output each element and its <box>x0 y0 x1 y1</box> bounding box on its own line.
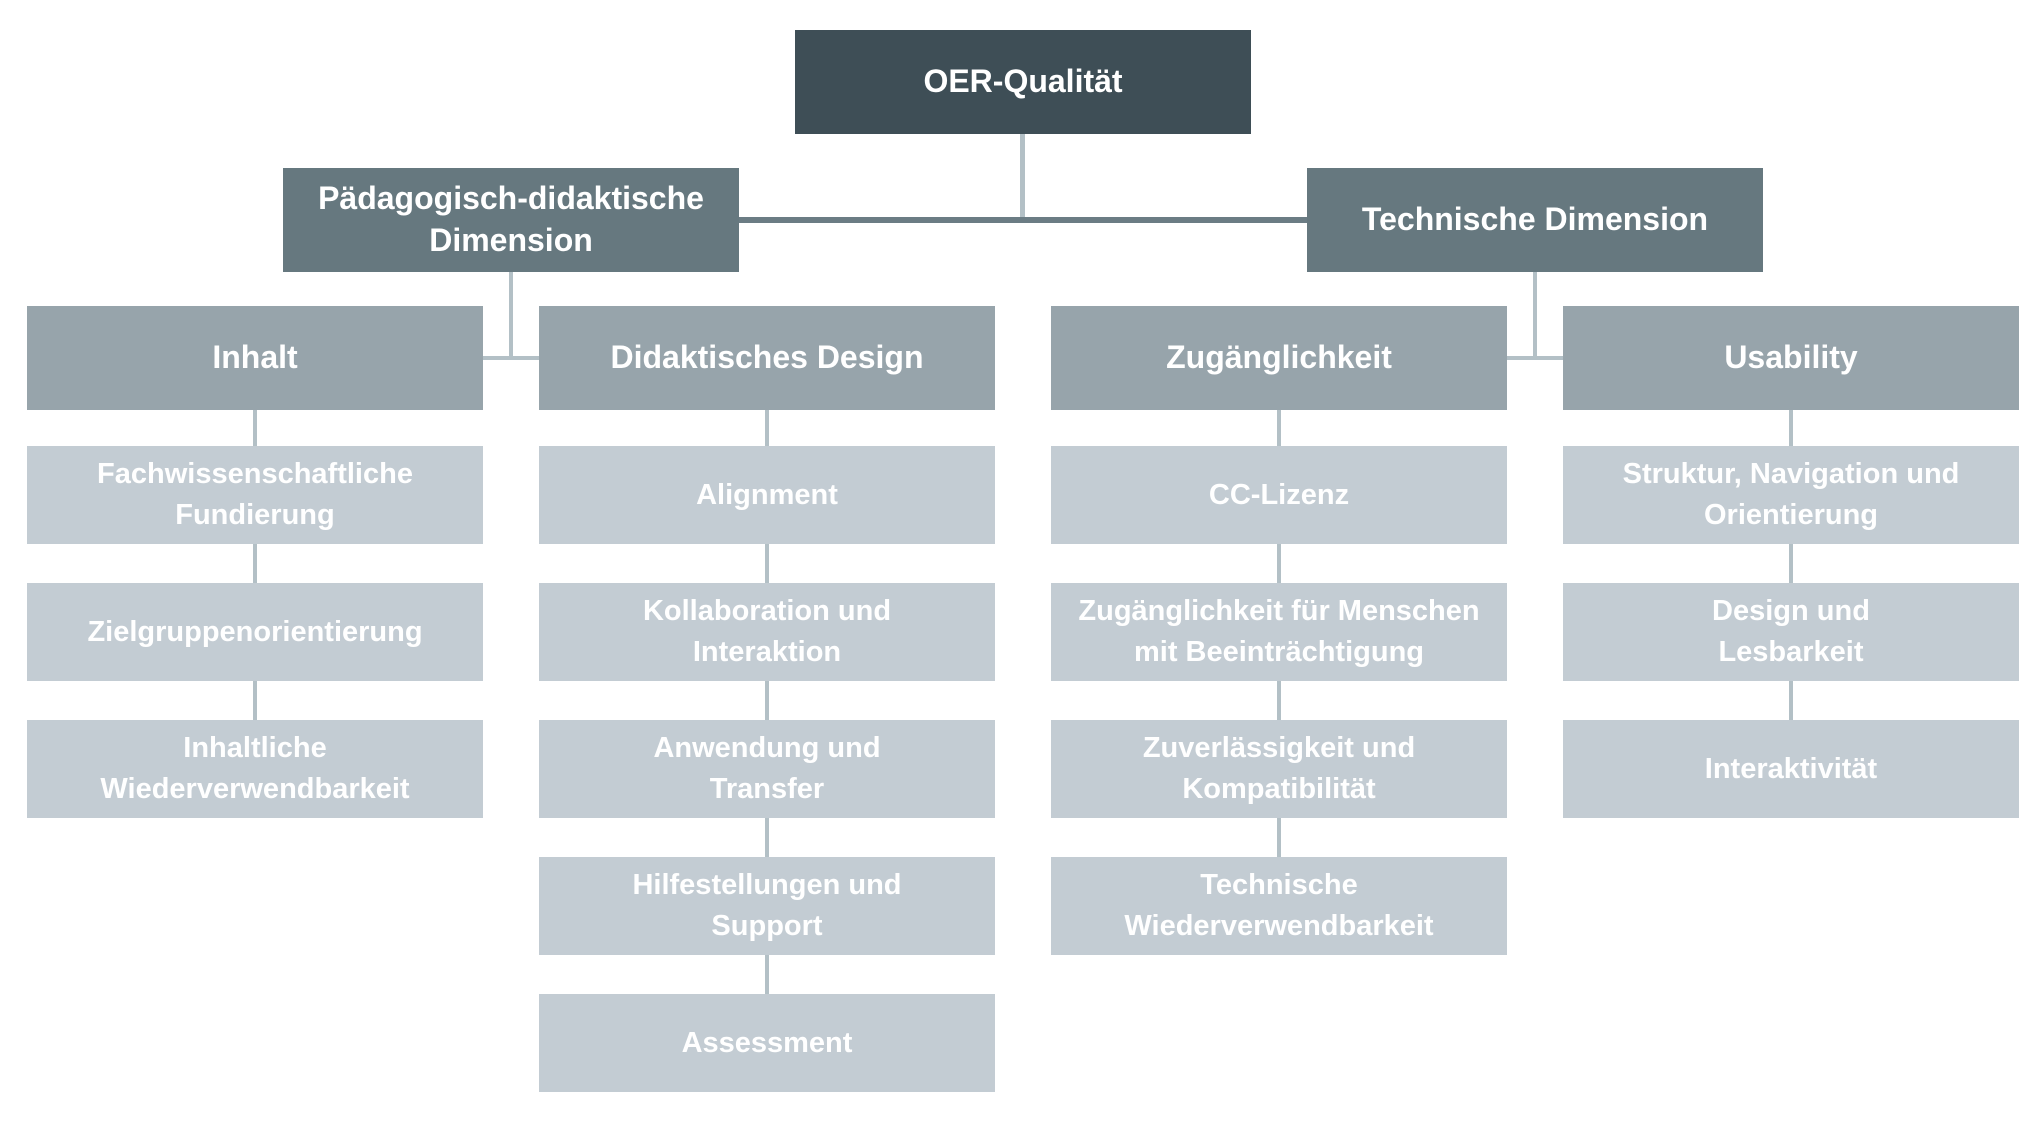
connector-didaktisches-1 <box>765 410 769 446</box>
criterion-node-struktur-navigation-orientierung: Struktur, Navigation und Orientierung <box>1563 446 2019 544</box>
criterion-node-interaktivitaet: Interaktivität <box>1563 720 2019 818</box>
connector-zugaenglichkeit-2 <box>1277 544 1281 583</box>
connector-root-horizontal <box>739 217 1307 223</box>
connector-didaktisches-5 <box>765 955 769 994</box>
dimension-node-technisch: Technische Dimension <box>1307 168 1763 272</box>
connector-paedagogisch-vertical <box>509 272 513 358</box>
connector-didaktisches-2 <box>765 544 769 583</box>
criterion-node-design-lesbarkeit: Design und Lesbarkeit <box>1563 583 2019 681</box>
criterion-node-zielgruppenorientierung: Zielgruppenorientierung <box>27 583 483 681</box>
connector-zugaenglichkeit-4 <box>1277 818 1281 857</box>
connector-inhalt-3 <box>253 681 257 720</box>
connector-root-vertical <box>1020 134 1025 220</box>
connector-technisch-vertical <box>1533 272 1537 358</box>
connector-zugaenglichkeit-1 <box>1277 410 1281 446</box>
connector-usability-3 <box>1789 681 1793 720</box>
criterion-node-hilfestellungen-support: Hilfestellungen und Support <box>539 857 995 955</box>
category-node-inhalt: Inhalt <box>27 306 483 410</box>
connector-usability-2 <box>1789 544 1793 583</box>
criterion-node-cc-lizenz: CC-Lizenz <box>1051 446 1507 544</box>
criterion-node-assessment: Assessment <box>539 994 995 1092</box>
criterion-node-alignment: Alignment <box>539 446 995 544</box>
connector-paedagogisch-horizontal <box>483 356 539 360</box>
criterion-node-anwendung-transfer: Anwendung und Transfer <box>539 720 995 818</box>
criterion-node-inhaltliche-wiederverwendbarkeit: Inhaltliche Wiederverwendbarkeit <box>27 720 483 818</box>
dimension-node-paedagogisch-didaktisch: Pädagogisch-didaktische Dimension <box>283 168 739 272</box>
category-node-zugaenglichkeit: Zugänglichkeit <box>1051 306 1507 410</box>
criterion-node-zuverlaessigkeit-kompatibilitaet: Zuverlässigkeit und Kompatibilität <box>1051 720 1507 818</box>
criterion-node-technische-wiederverwendbarkeit: Technische Wiederverwendbarkeit <box>1051 857 1507 955</box>
category-node-didaktisches-design: Didaktisches Design <box>539 306 995 410</box>
connector-inhalt-1 <box>253 410 257 446</box>
root-node-oer-qualitaet: OER-Qualität <box>795 30 1251 134</box>
connector-zugaenglichkeit-3 <box>1277 681 1281 720</box>
connector-usability-1 <box>1789 410 1793 446</box>
criterion-node-kollaboration-interaktion: Kollaboration und Interaktion <box>539 583 995 681</box>
category-node-usability: Usability <box>1563 306 2019 410</box>
connector-didaktisches-3 <box>765 681 769 720</box>
criterion-node-fachwissenschaftliche-fundierung: Fachwissenschaftliche Fundierung <box>27 446 483 544</box>
connector-inhalt-2 <box>253 544 257 583</box>
criterion-node-zugaenglichkeit-menschen-beeintraechtigung: Zugänglichkeit für Menschen mit Beeinträ… <box>1051 583 1507 681</box>
connector-didaktisches-4 <box>765 818 769 857</box>
connector-technisch-horizontal <box>1507 356 1563 360</box>
